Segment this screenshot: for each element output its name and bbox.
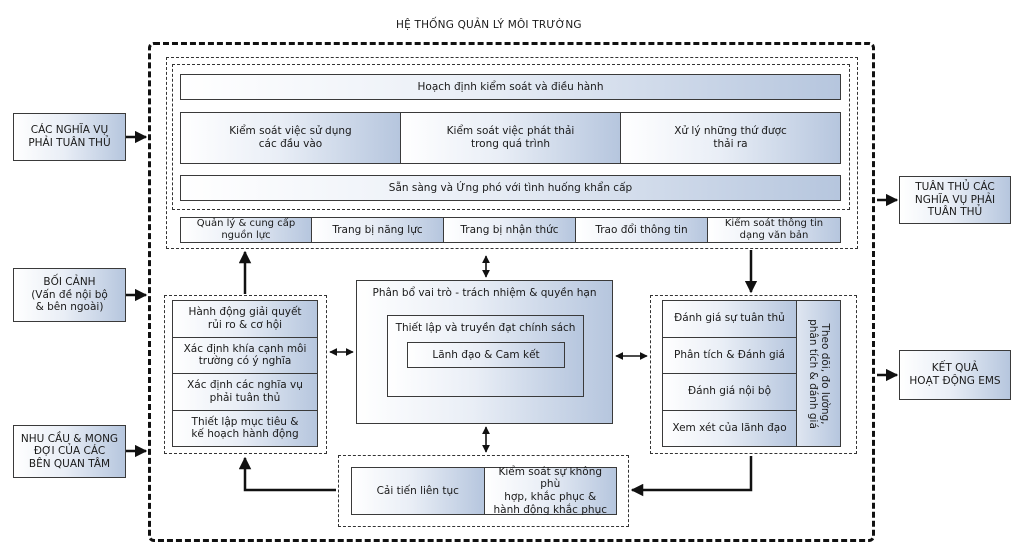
planning-objectives: Thiết lập mục tiêu & kế hoạch hành động xyxy=(172,410,318,447)
control-emissions: Kiểm soát việc phát thải trong quá trình xyxy=(401,112,621,164)
evaluation-stack: Đánh giá sự tuân thủ Phân tích & Đánh gi… xyxy=(662,300,797,447)
eval-analysis: Phân tích & Đánh giá xyxy=(662,337,797,374)
support-competence: Trang bị năng lực xyxy=(312,217,444,243)
planning-group xyxy=(164,295,327,454)
control-inputs: Kiểm soát việc sử dụng các đầu vào xyxy=(180,112,401,164)
support-documented-info: Kiểm soát thông tin dạng văn bản xyxy=(708,217,841,243)
input-compliance-obligations: CÁC NGHĨA VỤ PHẢI TUÂN THỦ xyxy=(13,113,126,161)
improvement-group xyxy=(338,455,629,527)
eval-compliance: Đánh giá sự tuân thủ xyxy=(662,300,797,338)
eval-side-panel: Theo dõi, đo lường, phân tích & đánh giá xyxy=(797,300,841,447)
arrow-improvement-to-planning xyxy=(238,456,336,492)
leadership-block: Phân bổ vai trò - trách nhiệm & quyền hạ… xyxy=(356,280,613,424)
input-stakeholder-needs: NHU CẦU & MONG ĐỢI CỦA CÁC BÊN QUAN TÂM xyxy=(13,425,126,478)
input-context: BỐI CẢNH (Vấn đề nội bộ & bên ngoài) xyxy=(13,268,126,322)
operations-group xyxy=(172,64,850,210)
arrow-evaluation-to-improvement xyxy=(630,456,753,497)
policy-block: Thiết lập và truyền đạt chính sách Lãnh … xyxy=(387,315,584,397)
support-communication: Trao đổi thông tin xyxy=(576,217,708,243)
improvement-row: Cải tiến liên tục Kiểm soát sự không phù… xyxy=(351,466,617,516)
evaluation-group xyxy=(650,295,857,454)
nonconformity-control: Kiểm soát sự không phù hợp, khắc phục & … xyxy=(484,466,617,516)
operational-planning: Hoạch định kiểm soát và điều hành xyxy=(180,74,841,100)
continual-improvement: Cải tiến liên tục xyxy=(351,467,485,515)
planning-stack: Hành động giải quyết rủi ro & cơ hội Xác… xyxy=(172,300,318,447)
eval-management-review: Xem xét của lãnh đạo xyxy=(662,410,797,447)
support-awareness: Trang bị nhận thức xyxy=(444,217,576,243)
planning-risks-opportunities: Hành động giải quyết rủi ro & cơ hội xyxy=(172,300,318,338)
planning-compliance-obligations: Xác định các nghĩa vụ phải tuân thủ xyxy=(172,374,318,411)
policy-label: Thiết lập và truyền đạt chính sách xyxy=(395,322,576,334)
operations-support-group xyxy=(166,57,858,249)
operational-controls-row: Kiểm soát việc sử dụng các đầu vào Kiểm … xyxy=(180,112,841,164)
emergency-preparedness: Sẵn sàng và Ứng phó với tình huống khẩn … xyxy=(180,175,841,201)
eval-internal-audit: Đánh giá nội bộ xyxy=(662,374,797,411)
control-waste: Xử lý những thứ được thải ra xyxy=(621,112,841,164)
support-resources: Quản lý & cung cấp nguồn lực xyxy=(180,217,312,243)
output-compliance: TUÂN THỦ CÁC NGHĨA VỤ PHẢI TUÂN THỦ xyxy=(899,176,1011,224)
leadership-roles: Phân bổ vai trò - trách nhiệm & quyền hạ… xyxy=(372,287,597,299)
output-ems-results: KẾT QUẢ HOẠT ĐỘNG EMS xyxy=(899,350,1011,400)
leadership-commitment: Lãnh đạo & Cam kết xyxy=(407,342,565,368)
ems-boundary xyxy=(148,42,875,542)
system-title: HỆ THỐNG QUẢN LÝ MÔI TRƯỜNG xyxy=(396,19,582,31)
planning-environmental-aspects: Xác định khía cạnh môi trường có ý nghĩa xyxy=(172,337,318,374)
support-row: Quản lý & cung cấp nguồn lực Trang bị nă… xyxy=(180,217,841,243)
